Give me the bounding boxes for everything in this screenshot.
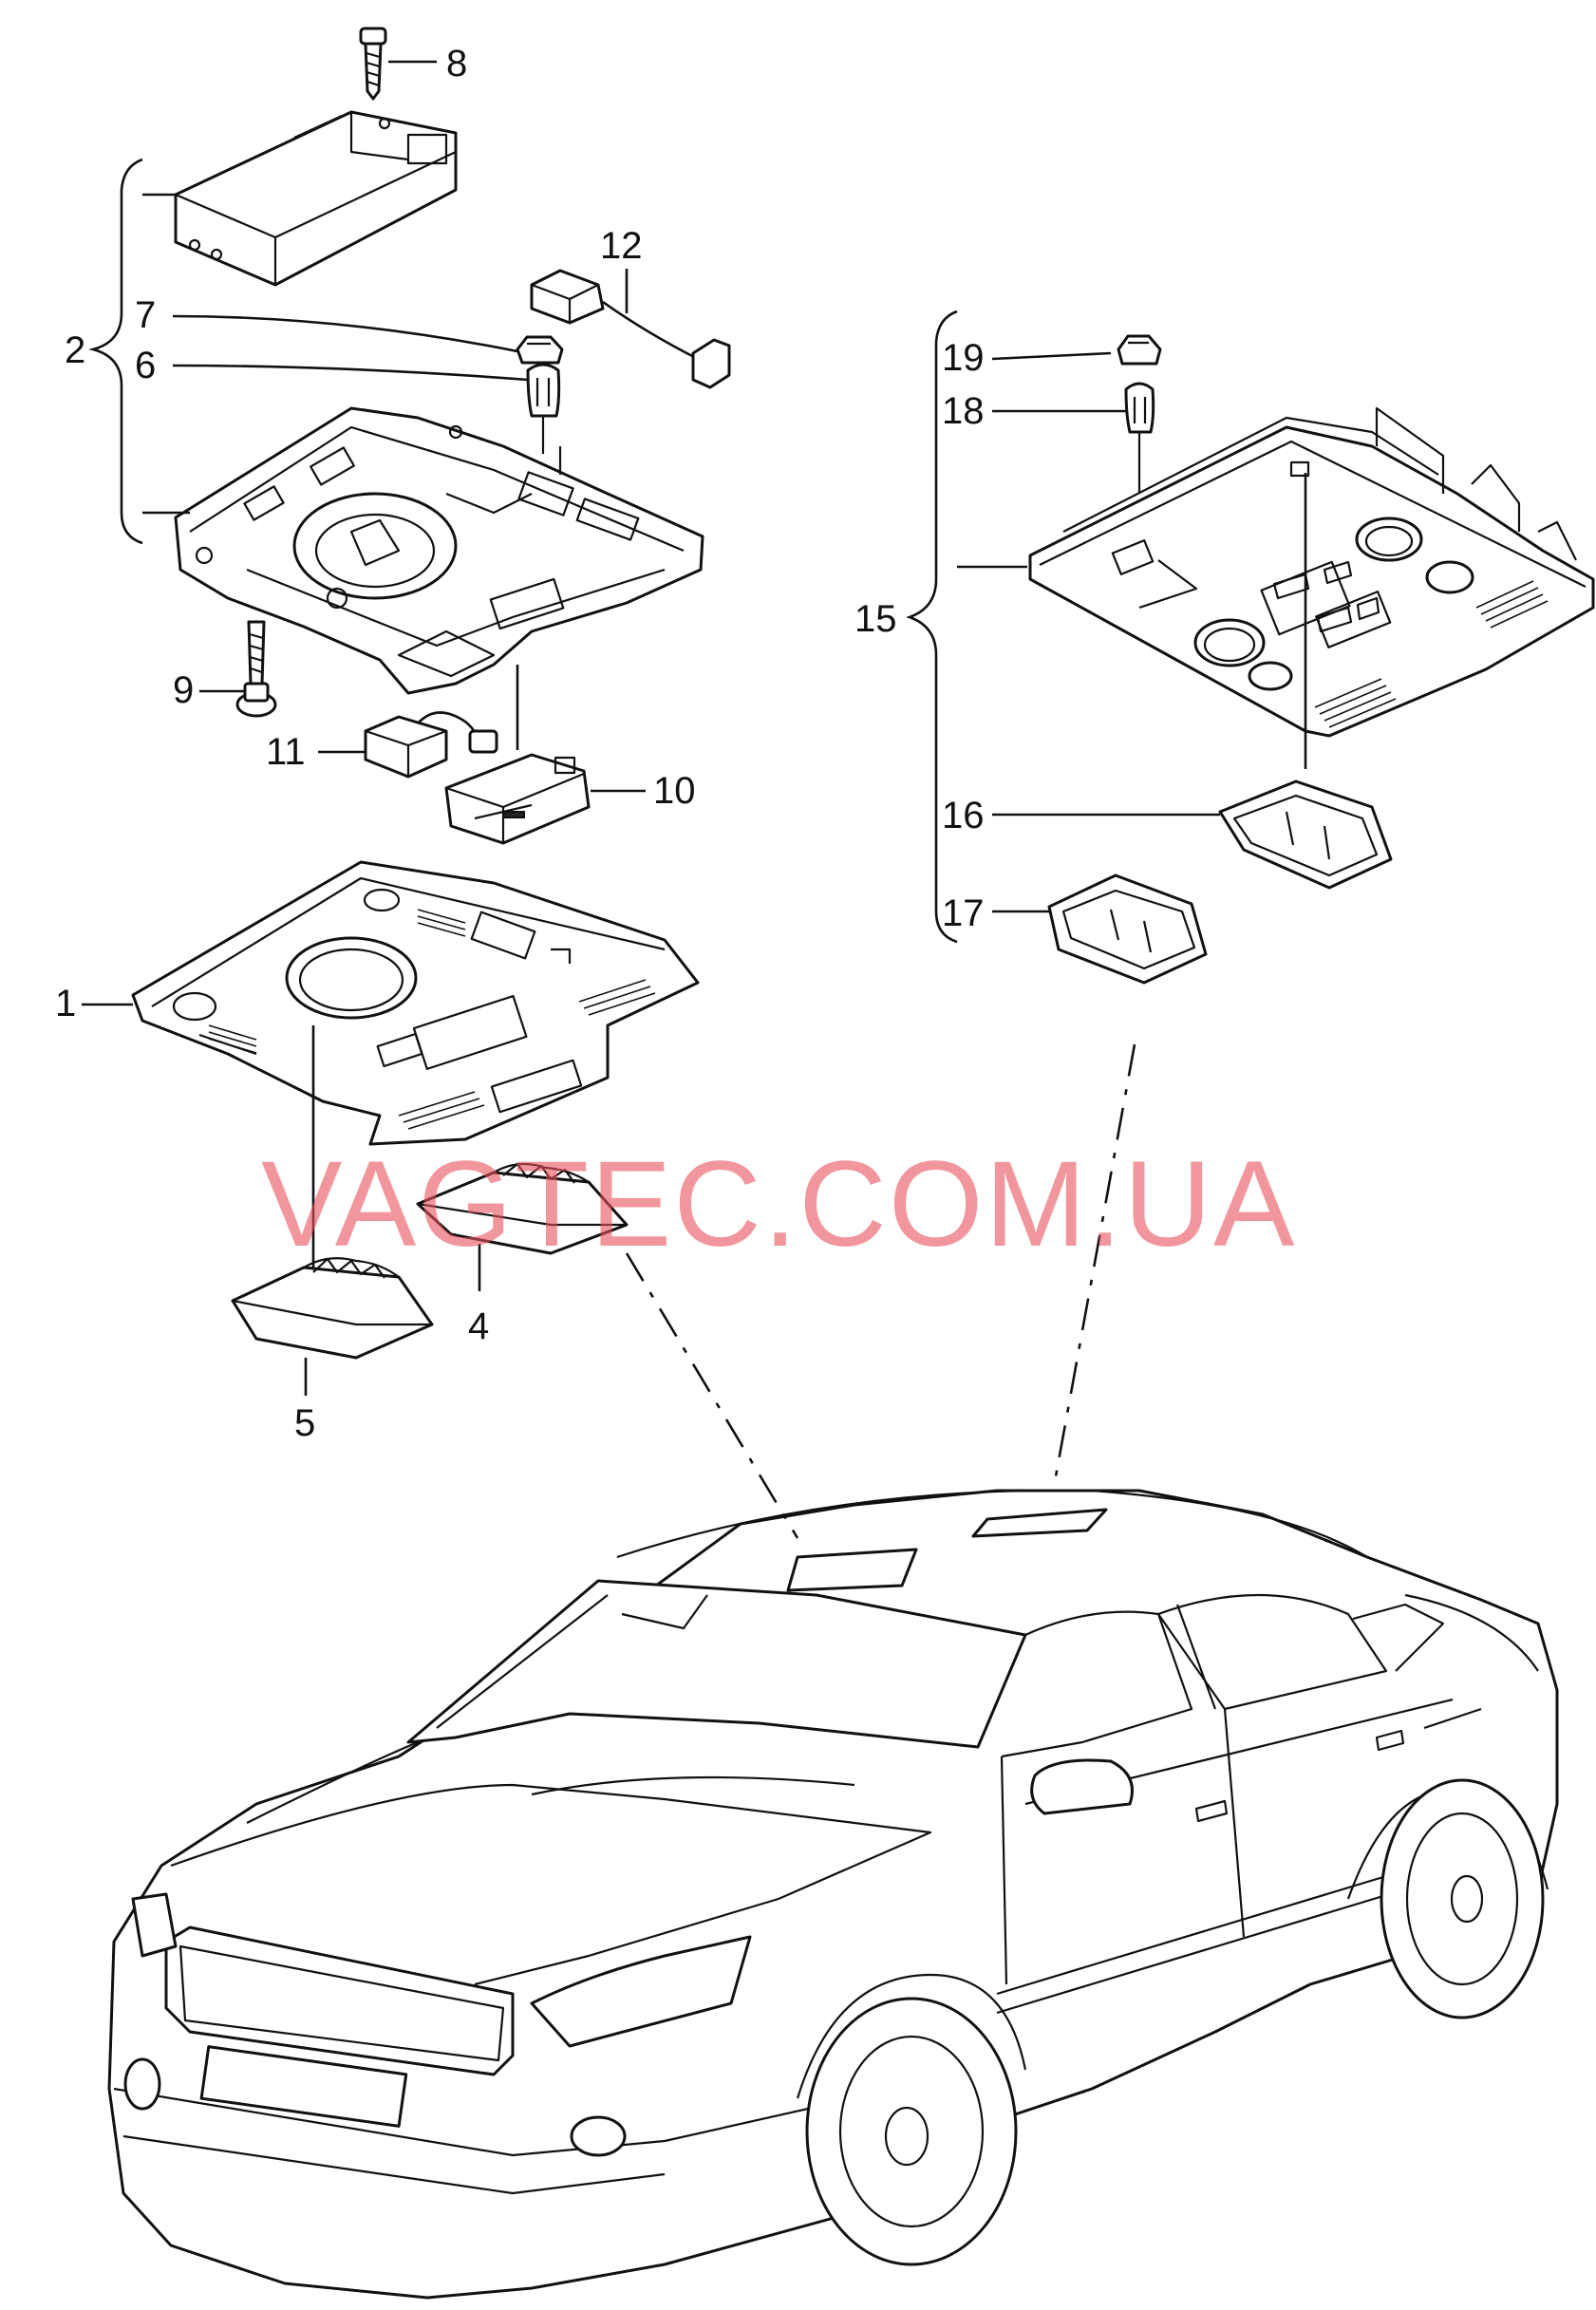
leader-lines: [82, 60, 1220, 1006]
part-10-lamp-unit[interactable]: [444, 665, 591, 845]
callout-2: 2: [65, 329, 85, 371]
brace-part-15: [906, 310, 958, 944]
callout-11: 11: [266, 731, 306, 773]
part-7-bulb-holder[interactable]: [516, 335, 564, 365]
part-4-reading-lamp[interactable]: [416, 1162, 629, 1291]
brace-part-2: [87, 158, 143, 545]
callout-1: 1: [55, 983, 76, 1024]
part-18-bulb[interactable]: [1124, 382, 1155, 470]
locator-line-front-lamp: [625, 1252, 799, 1539]
part-12-wiring-harness[interactable]: [530, 269, 731, 389]
part-17-lamp-lens[interactable]: [1047, 873, 1208, 985]
callout-7: 7: [135, 294, 156, 336]
callout-15: 15: [854, 598, 897, 640]
part-19-bulb-holder[interactable]: [1117, 334, 1162, 366]
car-illustration: [107, 1489, 1559, 2300]
part-15-roof-console[interactable]: [1028, 406, 1595, 769]
callout-18: 18: [942, 390, 985, 432]
part-8-screw[interactable]: [359, 27, 387, 101]
part-2-control-module[interactable]: [174, 110, 458, 287]
part-11-connector[interactable]: [364, 711, 498, 779]
locator-line-rear-console: [1054, 1043, 1136, 1477]
callout-19: 19: [942, 337, 985, 379]
callout-5: 5: [294, 1402, 315, 1444]
part-2-base-frame[interactable]: [174, 406, 704, 695]
part-5-reading-lamp[interactable]: [231, 1257, 434, 1396]
part-16-lamp-lens[interactable]: [1218, 779, 1393, 890]
callout-6: 6: [135, 345, 156, 386]
callout-10: 10: [653, 770, 696, 812]
callout-9: 9: [173, 669, 194, 711]
callout-4: 4: [468, 1305, 489, 1347]
part-1-cover-panel[interactable]: [131, 860, 700, 1272]
part-9-screw[interactable]: [235, 620, 277, 718]
callout-12: 12: [600, 225, 643, 267]
part-6-bulb[interactable]: [526, 363, 561, 454]
callout-16: 16: [942, 795, 985, 836]
callout-8: 8: [446, 43, 467, 85]
watermark-text: VAGTEC.COM.UA: [261, 1136, 1296, 1272]
callout-17: 17: [942, 892, 985, 934]
